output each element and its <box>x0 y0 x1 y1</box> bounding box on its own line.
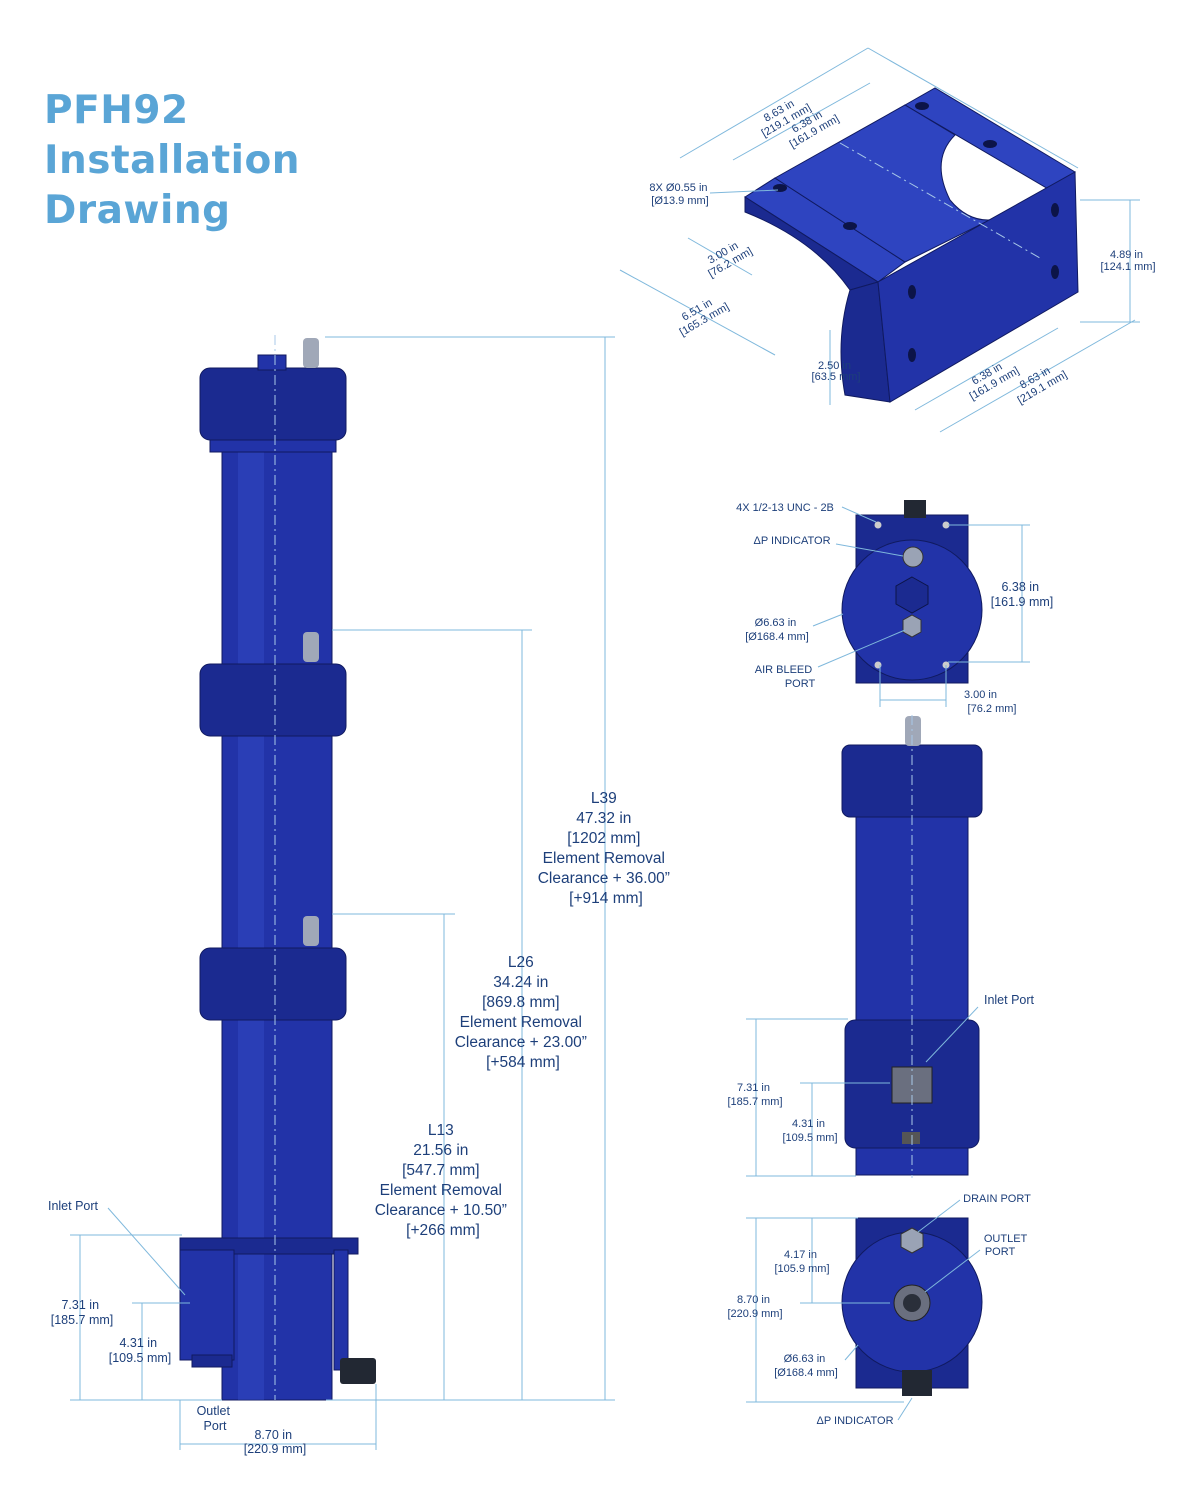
bracket-graphic <box>744 87 1079 403</box>
title-line-3: Drawing <box>44 188 231 233</box>
head-boss <box>257 354 287 371</box>
bracket-hole <box>1051 265 1059 279</box>
front-view-dim-height: 7.31 in [185.7 mm] <box>727 1082 782 1108</box>
top-view-air-bleed-label: AIR BLEED PORT <box>755 664 816 690</box>
filter-head-collar <box>209 439 337 453</box>
filter-head-top <box>199 367 347 441</box>
top-view-graphic <box>841 500 983 684</box>
top-view-connector <box>904 500 926 518</box>
dp-indicator-lower <box>303 916 319 946</box>
top-view-dim-diameter: Ø6.63 in [Ø168.4 mm] <box>745 617 809 643</box>
filter-side-view: L39 47.32 in [1202 mm] Element Removal C… <box>48 335 675 1456</box>
tube-highlight <box>238 440 264 1400</box>
title-line-1: PFH92 <box>44 88 189 133</box>
filter-top-view: 4X 1/2-13 UNC - 2B ΔP INDICATOR Ø6.63 in… <box>736 500 1053 715</box>
side-dim-inlet-height: 7.31 in [185.7 mm] <box>51 1298 114 1327</box>
top-view-dim-right: 6.38 in [161.9 mm] <box>991 580 1054 609</box>
top-view-hex <box>895 576 929 614</box>
bracket-hole <box>773 184 787 192</box>
bottom-view-dim-inner: 4.17 in [105.9 mm] <box>774 1249 829 1275</box>
bracket-hole <box>843 222 857 230</box>
front-view-dp-indicator <box>905 716 921 746</box>
bottom-view-connector <box>902 1370 932 1396</box>
bracket-hole <box>908 285 916 299</box>
filter-front-view: Inlet Port 7.31 in [185.7 mm] 4.31 in [1… <box>727 715 1035 1178</box>
bracket-dim-bottom-outer: 8.63 in [219.1 mm] <box>1010 358 1070 406</box>
bracket-dim-side: 2.50 in [63.5 mm] <box>812 360 861 383</box>
top-view-dp-indicator-label: ΔP INDICATOR <box>753 535 830 547</box>
top-view-threads-label: 4X 1/2-13 UNC - 2B <box>736 502 834 514</box>
title-line-2: Installation <box>44 138 301 183</box>
filter-housing-graphic <box>179 338 376 1401</box>
dim-l26: L26 34.24 in [869.8 mm] Element Removal … <box>455 954 592 1071</box>
dp-indicator-top <box>303 338 319 368</box>
outlet-connector <box>340 1358 376 1384</box>
bracket-hole <box>1051 203 1059 217</box>
bottom-view-drain-port-label: DRAIN PORT <box>963 1193 1031 1205</box>
bracket-dim-bottom-inner: 6.38 in [161.9 mm] <box>962 354 1022 402</box>
front-view-inlet-port-label: Inlet Port <box>984 993 1035 1007</box>
thread-hole <box>874 521 882 529</box>
side-dim-width: 8.70 in [220.9 mm] <box>244 1428 307 1456</box>
dim-l13: L13 21.56 in [547.7 mm] Element Removal … <box>375 1122 512 1239</box>
bracket-hole <box>983 140 997 148</box>
front-view-drain <box>902 1132 920 1144</box>
bottom-view-graphic <box>841 1217 983 1396</box>
front-view-dim-center: 4.31 in [109.5 mm] <box>782 1118 837 1144</box>
filter-bottom-view: DRAIN PORT OUTLET PORT 4.17 in [105.9 mm… <box>727 1193 1031 1427</box>
filter-head-middle <box>199 663 347 737</box>
side-inlet-port-label: Inlet Port <box>48 1199 99 1213</box>
base-side <box>333 1249 349 1371</box>
top-view-dp-indicator <box>902 546 924 568</box>
bracket-dim-hole-spacing: 3.00 in [76.2 mm] <box>700 235 754 280</box>
bottom-view-outlet-bore <box>903 1294 921 1312</box>
side-dim-inlet-center: 4.31 in [109.5 mm] <box>109 1336 172 1365</box>
bracket-hole <box>908 348 916 362</box>
bottom-view-dim-outer: 8.70 in [220.9 mm] <box>727 1294 782 1320</box>
bottom-view-outlet-port-label: OUTLET PORT <box>984 1233 1030 1258</box>
bracket-hole <box>915 102 929 110</box>
page-title: PFH92 Installation Drawing <box>44 86 300 236</box>
base-foot <box>191 1354 233 1368</box>
bracket-dim-height: 4.89 in [124.1 mm] <box>1100 249 1155 273</box>
mounting-bracket-view: 8.63 in [219.1 mm] 6.38 in [161.9 mm] 8X… <box>619 47 1156 433</box>
side-outlet-port-label: Outlet Port <box>197 1404 234 1433</box>
top-view-air-bleed <box>902 614 922 638</box>
bottom-view-dim-diameter: Ø6.63 in [Ø168.4 mm] <box>774 1353 838 1379</box>
thread-hole <box>942 521 950 529</box>
bracket-dim-holes: 8X Ø0.55 in [Ø13.9 mm] <box>649 182 710 207</box>
top-view-dim-bottom: 3.00 in [76.2 mm] <box>964 689 1017 715</box>
filter-head-lower <box>199 947 347 1021</box>
dp-indicator-middle <box>303 632 319 662</box>
dim-l39: L39 47.32 in [1202 mm] Element Removal C… <box>538 790 675 907</box>
bottom-view-dp-indicator-label: ΔP INDICATOR <box>816 1415 893 1427</box>
bottom-view-drain-port <box>900 1227 924 1254</box>
bracket-vertical-plate <box>877 171 1079 403</box>
bracket-curved-web <box>840 281 891 403</box>
inlet-block <box>179 1249 235 1361</box>
bracket-dim-depth: 6.51 in [165.3 mm] <box>672 290 732 338</box>
